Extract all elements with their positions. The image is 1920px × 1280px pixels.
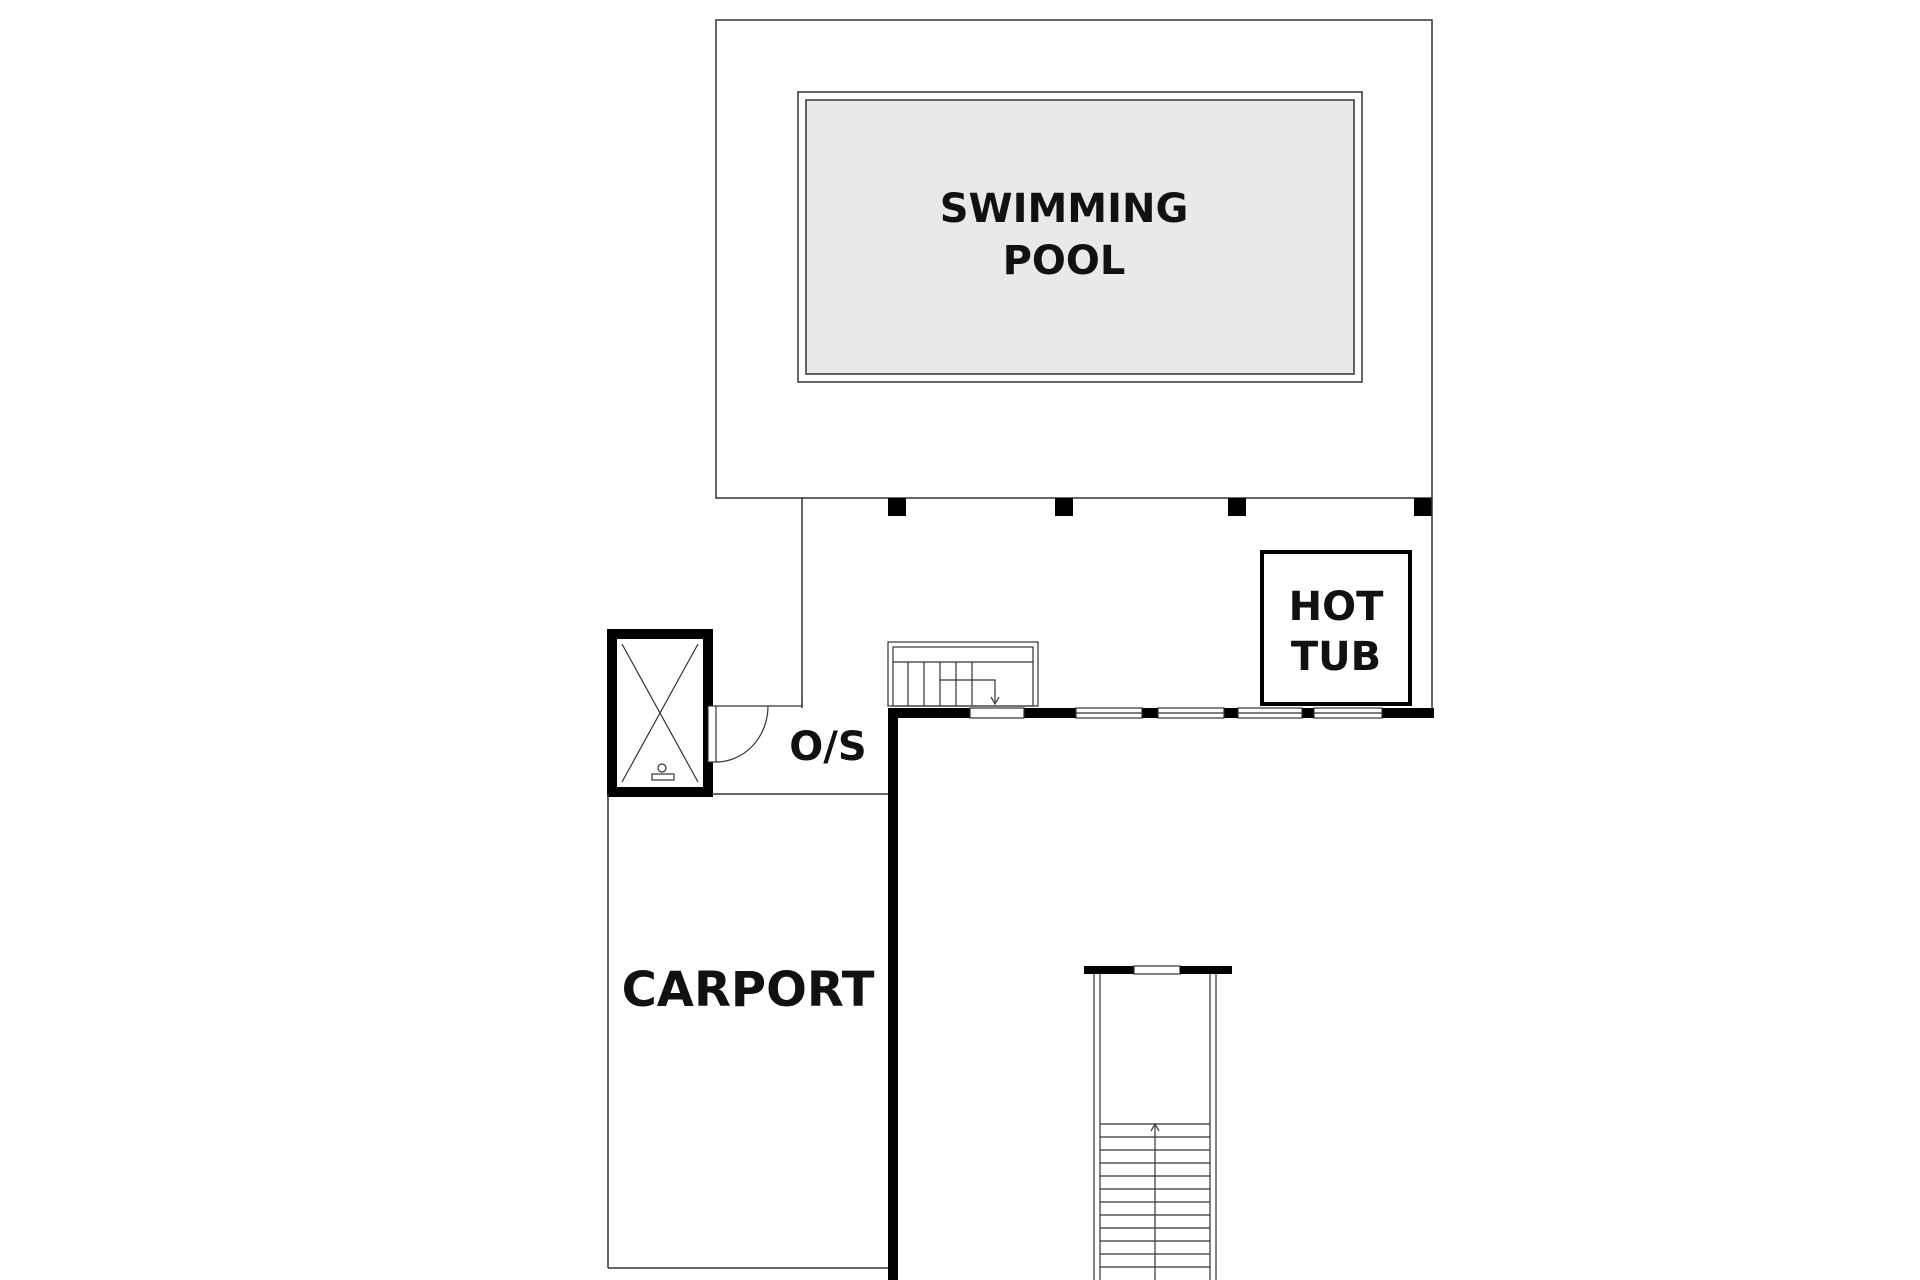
- hot-tub-label-line2: TUB: [1291, 634, 1381, 680]
- carport: [607, 793, 888, 1269]
- swimming-pool: [797, 91, 1363, 383]
- wall-windows: [969, 707, 1383, 719]
- storage-room: [607, 629, 713, 797]
- swimming-pool-label-line1: SWIMMING: [940, 186, 1189, 232]
- column: [1228, 498, 1246, 516]
- carport-label: CARPORT: [622, 962, 875, 1018]
- deck-columns: [888, 498, 1432, 516]
- column: [1055, 498, 1073, 516]
- deck-stair: [887, 641, 1039, 707]
- entry-stair: [1084, 965, 1232, 1280]
- exterior-wall: [888, 708, 1434, 1280]
- outdoor-shower-label: O/S: [789, 724, 866, 770]
- hot-tub: HOT TUB: [1260, 550, 1412, 706]
- column: [1414, 498, 1432, 516]
- covered-deck: [801, 498, 1433, 714]
- window: [969, 707, 1025, 719]
- pool-deck: SWIMMING POOL: [715, 19, 1433, 499]
- column: [888, 498, 906, 516]
- hot-tub-label-line1: HOT: [1289, 584, 1384, 630]
- os-door: [707, 698, 803, 763]
- swimming-pool-label-line2: POOL: [1003, 238, 1126, 284]
